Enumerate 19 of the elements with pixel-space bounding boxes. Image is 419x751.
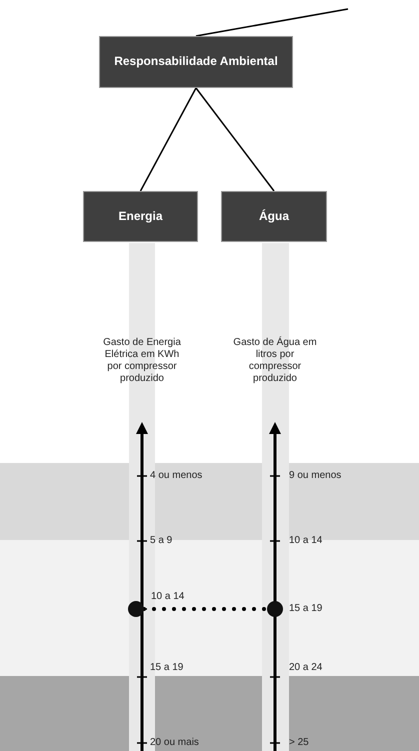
scale-label: 10 a 14 [151,591,184,603]
connector-line [140,88,197,192]
criterion-box: Responsabilidade Ambiental [99,36,293,88]
scale-label: 15 a 19 [289,603,322,615]
criterion-box: Água [221,191,327,242]
scale-label: 4 ou menos [150,470,202,482]
axis-title: Gasto de Água em litros por compressor produzido [233,337,317,385]
scale-label: 20 ou mais [150,737,199,749]
scale-label: 5 a 9 [150,535,172,547]
connector-line [196,8,348,37]
scale-label: 9 ou menos [289,470,342,482]
criterion-box: Energia [83,191,198,242]
axis-title: Gasto de Energia Elétrica em KWh por compressor produzido [102,337,182,385]
connector-line [195,88,275,192]
scale-label: 20 a 24 [289,662,322,674]
scale-label: 15 a 19 [150,662,184,674]
scale-label: > 25 [289,737,309,749]
connector-line [142,607,269,611]
scale-label: 10 a 14 [289,535,322,547]
